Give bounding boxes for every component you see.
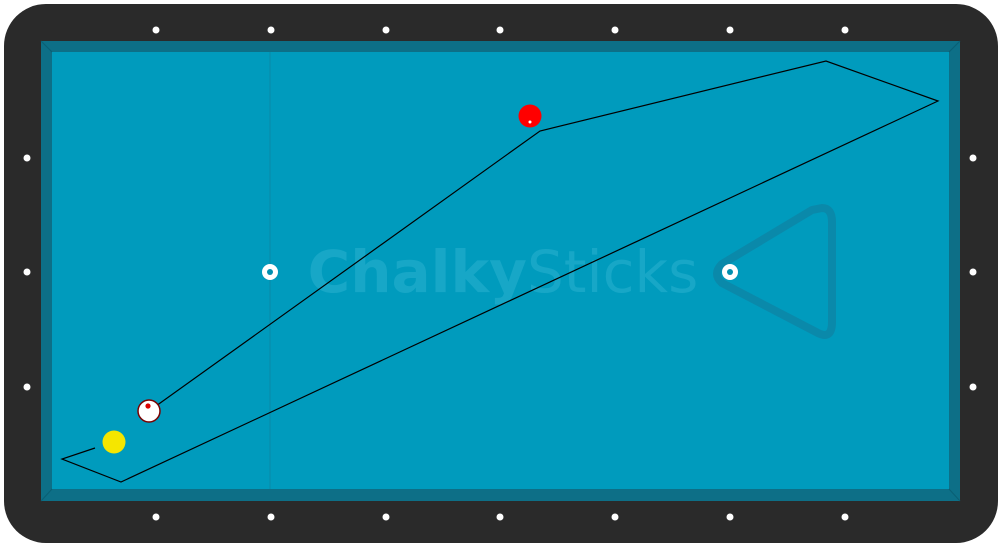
playing-cloth — [52, 52, 949, 489]
diamond-marker — [267, 26, 275, 34]
diamond-marker — [841, 513, 849, 521]
diamond-marker — [496, 513, 504, 521]
diamond-marker — [841, 26, 849, 34]
diamond-marker — [23, 383, 31, 391]
diamond-marker — [496, 26, 504, 34]
diamond-marker — [969, 154, 977, 162]
head-spot — [262, 264, 278, 280]
diamond-marker — [611, 26, 619, 34]
diamond-marker — [611, 513, 619, 521]
rack-triangle — [713, 204, 836, 339]
diamond-marker — [969, 268, 977, 276]
cue-ball[interactable] — [137, 399, 161, 423]
diamond-marker — [267, 513, 275, 521]
watermark-logo: ChalkySticks — [308, 238, 699, 306]
foot-spot — [722, 264, 738, 280]
diamonds-right — [969, 154, 977, 391]
watermark-part1: Chalky — [308, 238, 527, 306]
cushion-bevels — [40, 40, 961, 502]
yellow-ball[interactable] — [102, 430, 126, 454]
diamond-marker — [382, 26, 390, 34]
diamond-marker — [152, 513, 160, 521]
watermark-part2: Sticks — [527, 238, 698, 306]
diamonds-left — [23, 154, 31, 391]
diamonds-bottom — [152, 513, 849, 521]
diamond-marker — [23, 154, 31, 162]
red-ball[interactable] — [518, 104, 542, 128]
cue-tip-marker — [145, 403, 151, 409]
diamond-marker — [726, 513, 734, 521]
diamond-marker — [969, 383, 977, 391]
diamond-marker — [152, 26, 160, 34]
diamond-marker — [382, 513, 390, 521]
cue-ball-path — [60, 60, 940, 483]
diamonds-top — [152, 26, 849, 34]
diamond-marker — [23, 268, 31, 276]
diamond-marker — [726, 26, 734, 34]
